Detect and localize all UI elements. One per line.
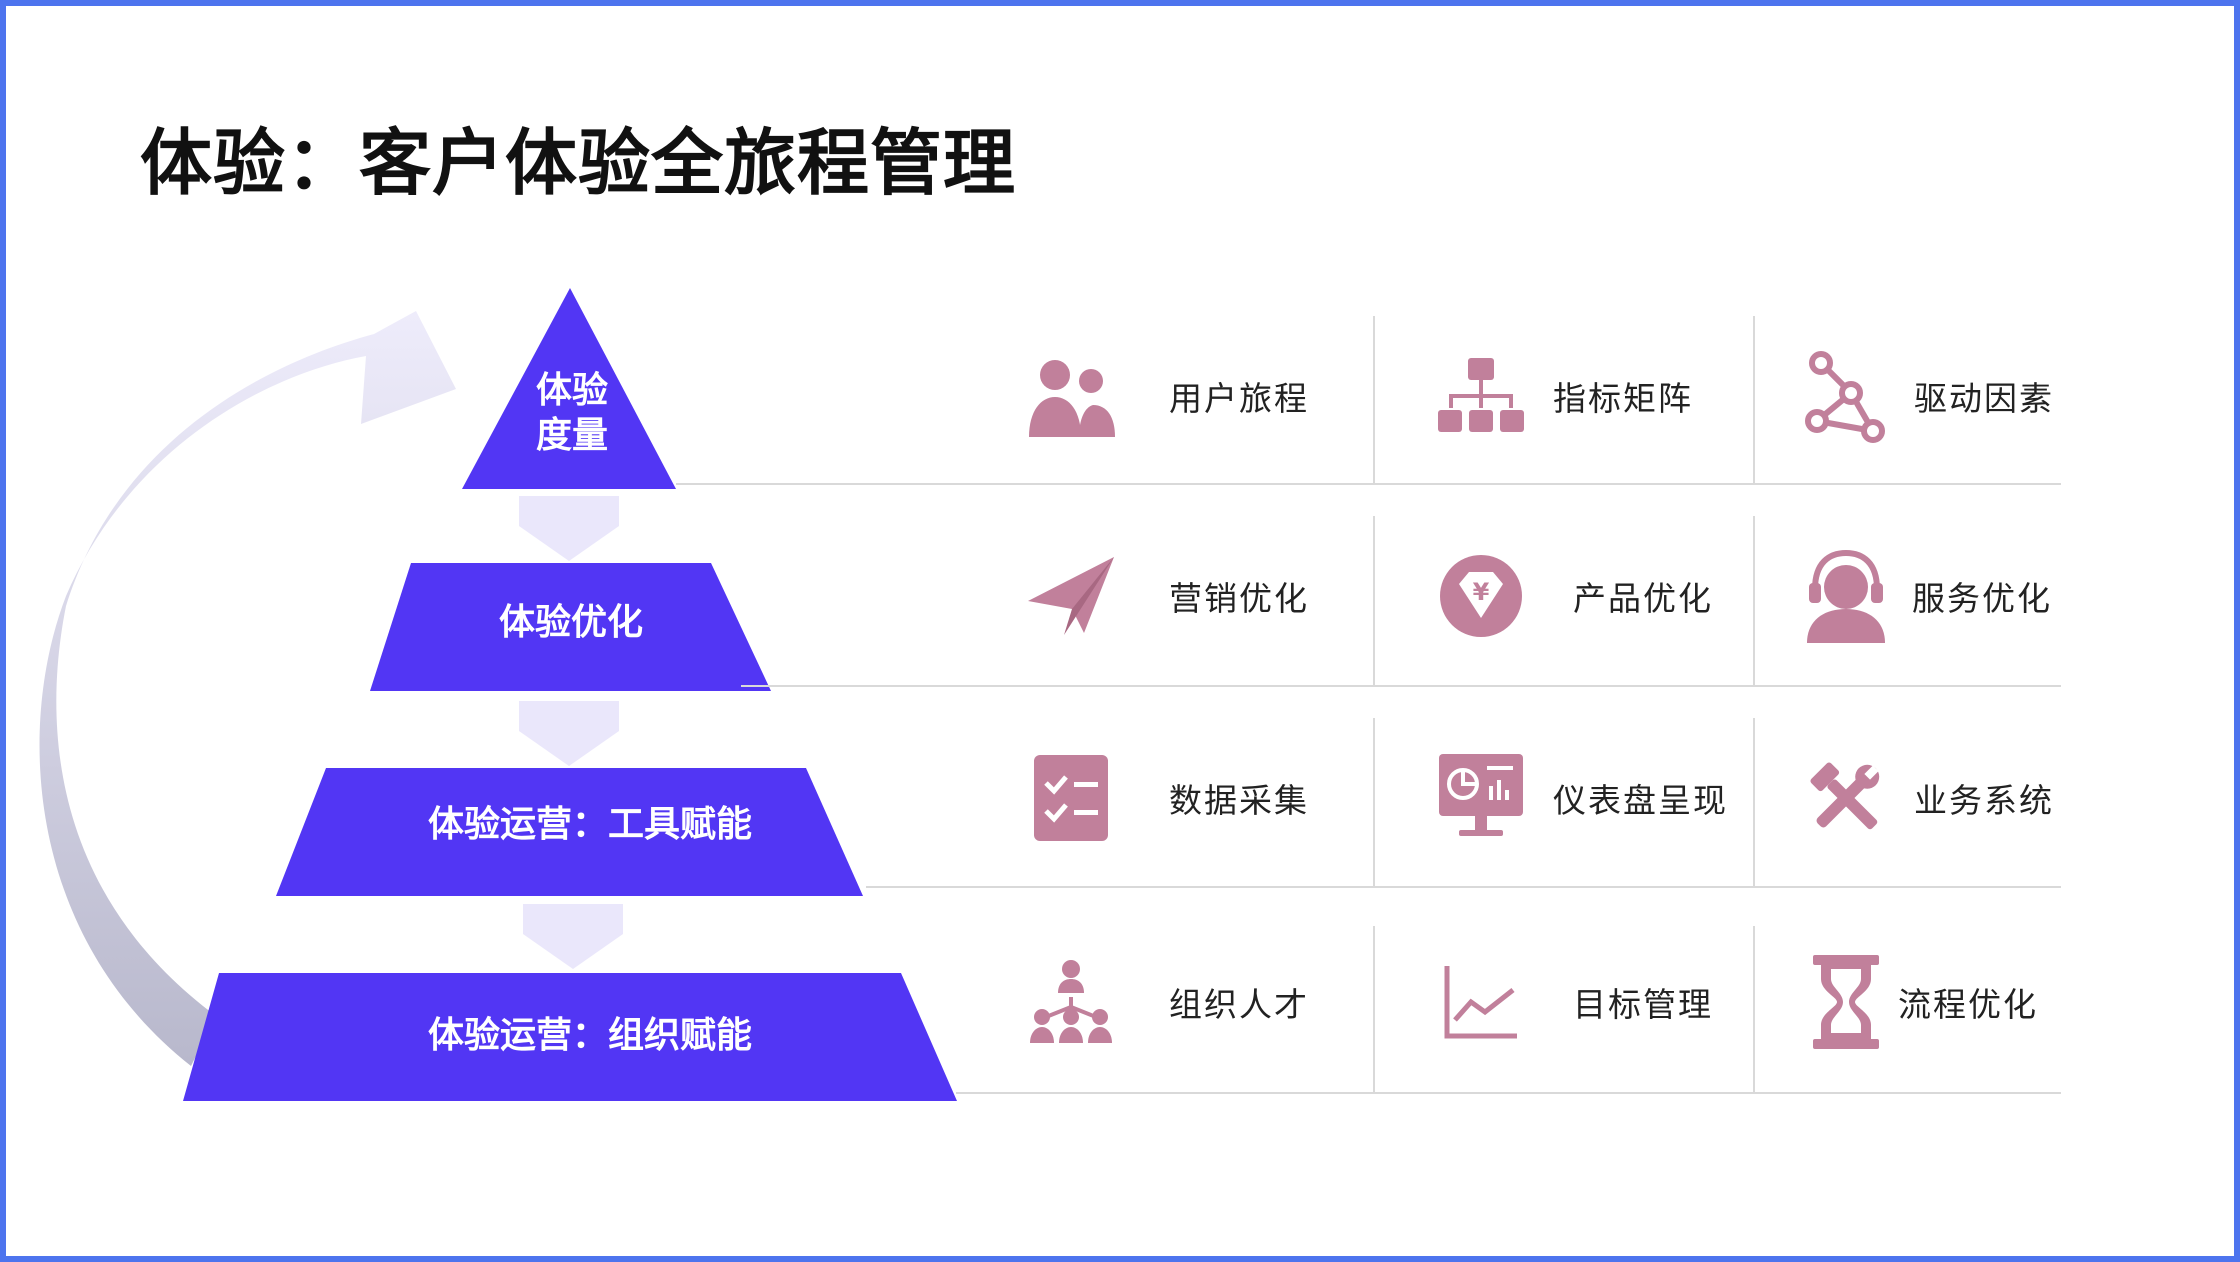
column-divider xyxy=(1373,926,1375,1092)
grid-cell-drivers: 驱动因素 xyxy=(1796,346,2061,446)
users-icon xyxy=(1021,353,1121,439)
grid-cell-metric-matrix: 指标矩阵 xyxy=(1431,346,1751,446)
pyramid-level-3: 体验运营：工具赋能 xyxy=(276,768,863,896)
grid-cell-label: 用户旅程 xyxy=(1169,379,1309,418)
diamond-icon: ¥ xyxy=(1431,554,1531,638)
grid-cell-label: 仪表盘呈现 xyxy=(1553,781,1728,820)
grid-cell-label: 数据采集 xyxy=(1169,781,1309,820)
pyramid-diagram: 体验 度量 体验优化 体验运营：工具赋能 体验运营：组织赋能 xyxy=(39,288,957,1101)
column-divider xyxy=(1753,316,1755,483)
checklist-icon xyxy=(1021,753,1121,843)
hourglass-icon xyxy=(1796,953,1896,1051)
nodes-icon xyxy=(1796,349,1896,443)
cycle-arrow xyxy=(39,311,456,1066)
level-2-label: 体验优化 xyxy=(499,602,643,643)
pyramid-level-1: 体验 度量 xyxy=(462,288,676,489)
grid-cell-process: 流程优化 xyxy=(1796,952,2061,1052)
level-3-label: 体验运营：工具赋能 xyxy=(428,804,752,845)
column-divider xyxy=(1753,516,1755,685)
chevron-3 xyxy=(523,904,623,969)
capability-grid: 用户旅程 指标矩阵 xyxy=(676,316,2061,1096)
column-divider xyxy=(1753,718,1755,886)
grid-cell-label: 产品优化 xyxy=(1573,579,1713,618)
row-divider xyxy=(741,685,2061,687)
level-4-label: 体验运营：组织赋能 xyxy=(428,1015,752,1056)
row-divider xyxy=(956,1092,2061,1094)
svg-text:¥: ¥ xyxy=(1473,578,1490,606)
grid-cell-user-journey: 用户旅程 xyxy=(1021,346,1361,446)
pyramid-level-4: 体验运营：组织赋能 xyxy=(183,973,957,1101)
column-divider xyxy=(1373,718,1375,886)
grid-cell-label: 业务系统 xyxy=(1914,781,2054,820)
grid-cell-label: 目标管理 xyxy=(1573,985,1713,1024)
level-1-label-line2: 度量 xyxy=(536,415,608,456)
grid-cell-label: 驱动因素 xyxy=(1914,379,2054,418)
grid-cell-label: 营销优化 xyxy=(1169,579,1309,618)
page-title: 体验：客户体验全旅程管理 xyxy=(140,121,1017,205)
grid-cell-marketing: 营销优化 xyxy=(1021,546,1361,646)
level-1-label-line1: 体验 xyxy=(536,370,608,411)
grid-cell-product: ¥ 产品优化 xyxy=(1431,546,1751,646)
grid-cell-business-systems: 业务系统 xyxy=(1796,748,2061,848)
chevron-1 xyxy=(519,496,619,561)
grid-cell-label: 组织人才 xyxy=(1169,985,1309,1024)
grid-cell-data-collection: 数据采集 xyxy=(1021,748,1361,848)
dashboard-icon xyxy=(1431,752,1531,844)
row-divider xyxy=(676,483,2061,485)
grid-cell-goal-management: 目标管理 xyxy=(1431,952,1751,1052)
line-chart-icon xyxy=(1431,964,1531,1040)
paper-plane-icon xyxy=(1021,555,1121,637)
level-chevrons xyxy=(519,496,623,969)
grid-cell-talent: 组织人才 xyxy=(1021,952,1361,1052)
grid-cell-dashboard: 仪表盘呈现 xyxy=(1431,748,1751,848)
grid-cell-label: 指标矩阵 xyxy=(1553,379,1693,418)
grid-cell-label: 流程优化 xyxy=(1898,985,2038,1024)
pyramid-level-2: 体验优化 xyxy=(370,563,771,691)
row-divider xyxy=(866,886,2061,888)
grid-cell-label: 服务优化 xyxy=(1912,579,2052,618)
column-divider xyxy=(1373,516,1375,685)
org-people-icon xyxy=(1021,959,1121,1045)
column-divider xyxy=(1753,926,1755,1092)
chevron-2 xyxy=(519,701,619,766)
headset-icon xyxy=(1796,549,1896,643)
tools-icon xyxy=(1796,756,1896,840)
grid-cell-service: 服务优化 xyxy=(1796,546,2061,646)
hierarchy-icon xyxy=(1431,356,1531,436)
column-divider xyxy=(1373,316,1375,483)
